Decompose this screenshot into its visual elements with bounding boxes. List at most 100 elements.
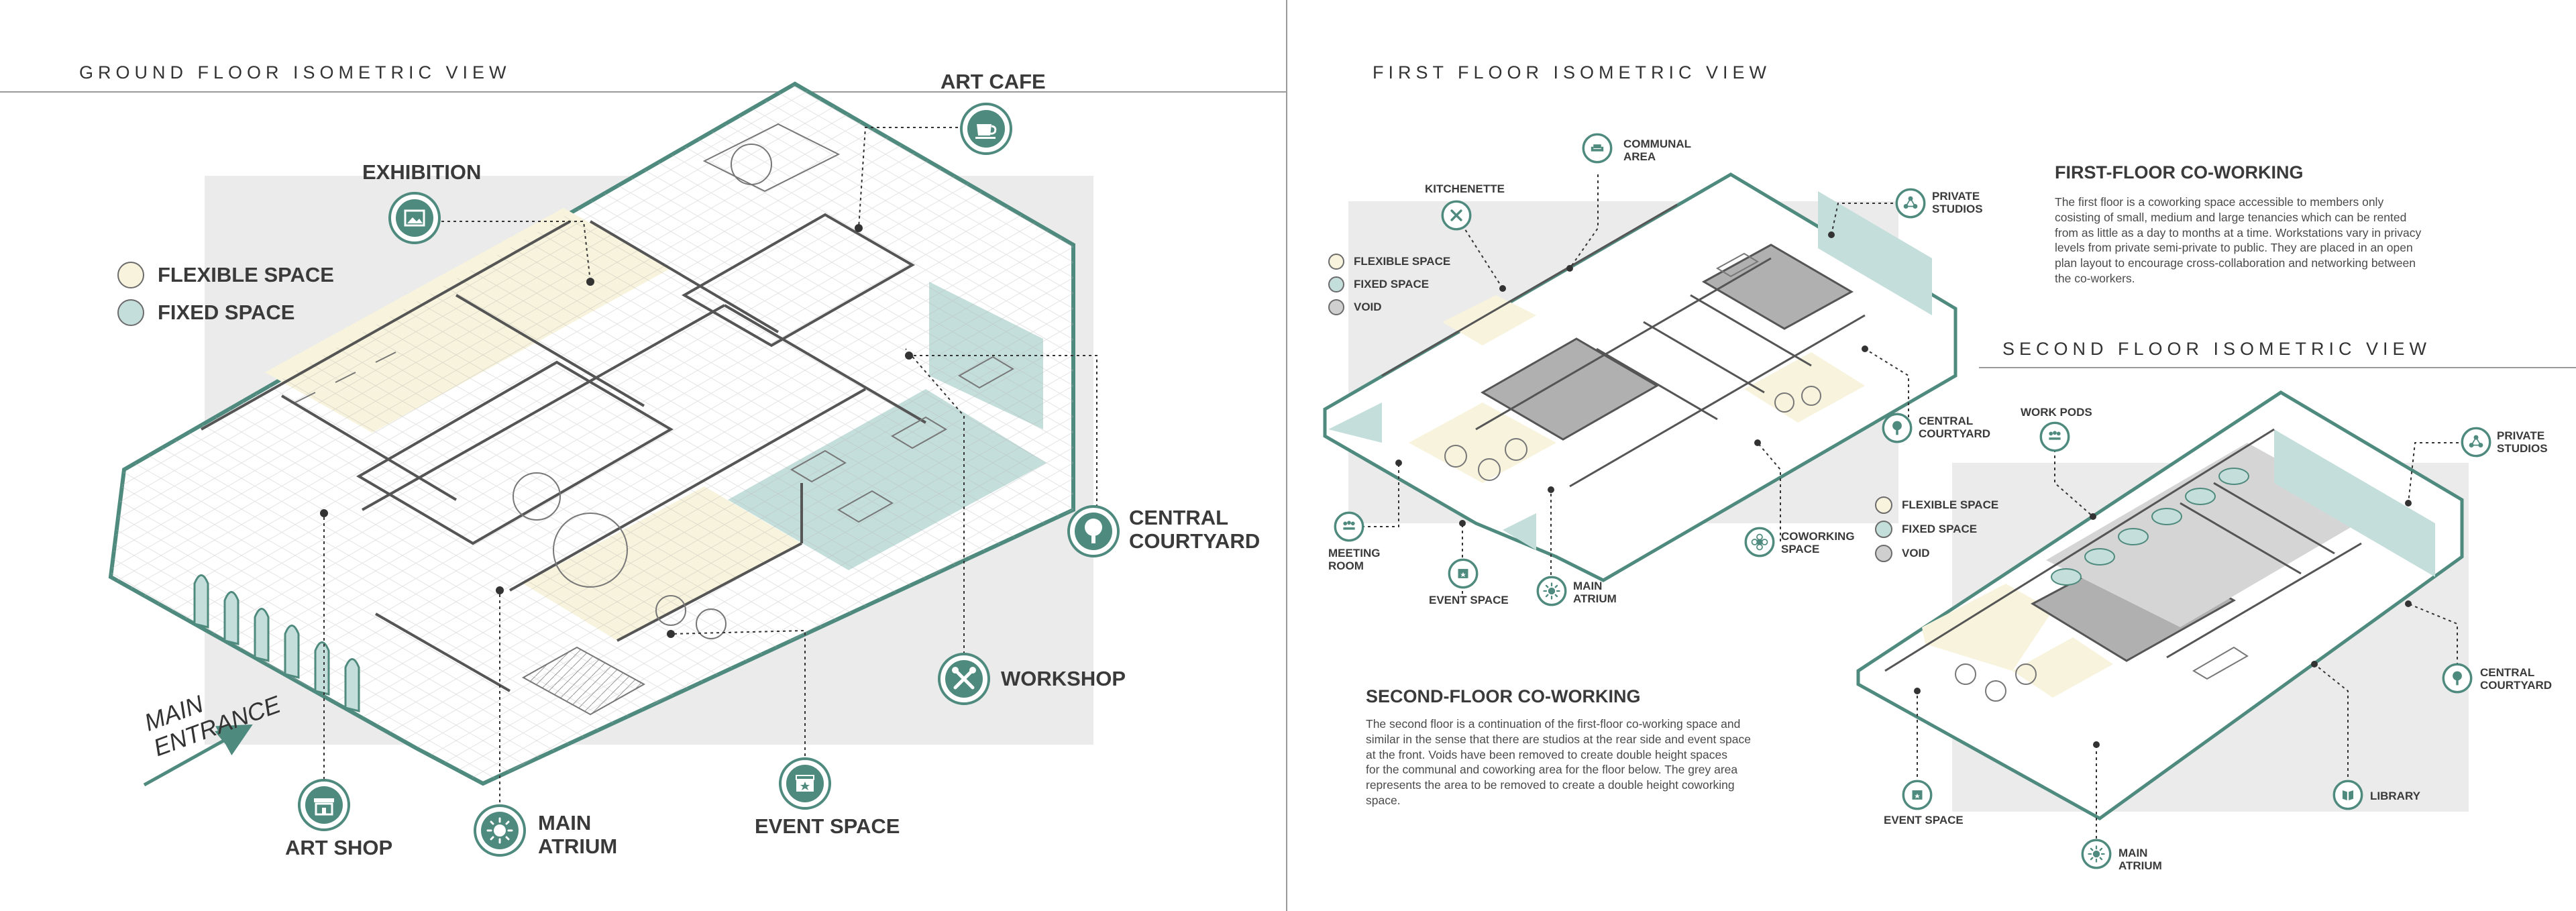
description-line: the co-workers. — [2055, 271, 2135, 285]
work-pods-label: WORK PODS — [2021, 406, 2092, 419]
communal-area-label: COMMUNAL AREA — [1623, 138, 1691, 163]
legend-label: FIXED SPACE — [158, 300, 295, 324]
legend-swatch-flexible — [1875, 496, 1892, 514]
legend-swatch-fixed — [1875, 521, 1892, 538]
second-leader-dots — [1914, 500, 2412, 748]
main-entrance-arrow — [143, 724, 253, 787]
sun-icon — [474, 804, 526, 857]
meeting-line2: ROOM — [1328, 559, 1364, 573]
exhibition-label: EXHIBITION — [362, 160, 482, 184]
legend-fixed: FIXED SPACE — [117, 299, 334, 326]
description-line: represents the area to be removed to cre… — [1366, 778, 1735, 792]
network-icon — [1895, 188, 1926, 219]
second-floor-description: The second floor is a continuation of th… — [1366, 716, 1751, 808]
legend-label: VOID — [1902, 547, 1930, 560]
legend-label: FLEXIBLE SPACE — [1354, 255, 1451, 268]
central-courtyard-line2: COURTYARD — [1129, 529, 1260, 553]
ground-leader-lines — [323, 127, 1097, 808]
second-floor-building — [1856, 390, 2464, 820]
calendar-icon — [1448, 558, 1479, 589]
second-atrium-line1: MAIN — [2118, 847, 2148, 859]
first-leader-dots — [1395, 231, 1868, 527]
first-central-line1: CENTRAL — [1919, 415, 1974, 427]
first-floor-building — [1323, 172, 1957, 582]
legend-void: VOID — [1875, 545, 1998, 562]
description-line: cosisting of small, medium and large ten… — [2055, 210, 2407, 224]
private-line1: PRIVATE — [1932, 190, 1980, 203]
description-line: from as little as a day to months at a t… — [2055, 225, 2422, 239]
event-space-label: EVENT SPACE — [755, 814, 900, 838]
first-legend: FLEXIBLE SPACE FIXED SPACE VOID — [1328, 254, 1450, 315]
art-shop-label: ART SHOP — [285, 836, 393, 859]
second-private-line1: PRIVATE — [2497, 429, 2545, 442]
book-icon — [2332, 780, 2363, 810]
calendar-icon — [779, 757, 831, 810]
communal-line1: COMMUNAL — [1623, 138, 1692, 150]
second-leader-lines — [1917, 437, 2459, 839]
legend-fixed: FIXED SPACE — [1328, 276, 1450, 292]
image-icon — [388, 192, 441, 244]
legend-swatch-void — [1328, 299, 1344, 315]
first-event-space-label: EVENT SPACE — [1429, 594, 1509, 606]
second-private-studios-label: PRIVATE STUDIOS — [2497, 429, 2548, 455]
coffee-cup-icon — [960, 103, 1012, 155]
first-floor-heading: FIRST-FLOOR CO-WORKING — [2055, 162, 2304, 182]
description-line: similar in the sense that there are stud… — [1366, 732, 1751, 746]
utensils-icon — [1441, 200, 1472, 231]
second-floor-header: SECOND FLOOR ISOMETRIC VIEW — [2002, 339, 2432, 359]
second-legend: FLEXIBLE SPACE FIXED SPACE VOID — [1875, 496, 1998, 562]
legend-swatch-fixed — [117, 299, 144, 326]
shop-icon — [298, 779, 350, 831]
legend-swatch-fixed — [1328, 276, 1344, 292]
communal-line2: AREA — [1623, 150, 1656, 164]
flower-icon — [1744, 527, 1775, 557]
legend-flexible: FLEXIBLE SPACE — [1328, 254, 1450, 270]
central-courtyard-label: CENTRAL COURTYARD — [1129, 506, 1260, 553]
kitchenette-label: KITCHENETTE — [1425, 182, 1505, 195]
legend-flexible: FLEXIBLE SPACE — [117, 262, 334, 288]
ground-leader-dots — [320, 224, 913, 638]
legend-void: VOID — [1328, 299, 1450, 315]
description-line: for the communal and coworking area for … — [1366, 763, 1738, 777]
second-central-line2: COURTYARD — [2480, 679, 2553, 692]
network-icon — [2461, 427, 2491, 458]
main-atrium-line1: MAIN — [538, 811, 592, 835]
legend-label: FLEXIBLE SPACE — [158, 262, 334, 286]
main-atrium-line2: ATRIUM — [538, 834, 618, 858]
first-atrium-line2: ATRIUM — [1573, 592, 1617, 606]
first-main-atrium-label: MAIN ATRIUM — [1573, 580, 1617, 605]
art-cafe-label: ART CAFE — [941, 70, 1046, 93]
description-line: The second floor is a continuation of th… — [1366, 717, 1741, 731]
tools-icon — [938, 653, 990, 705]
coworking-line1: COWORKING — [1781, 530, 1855, 543]
ground-legend: FLEXIBLE SPACE FIXED SPACE — [117, 262, 334, 326]
ground-floor-building — [108, 81, 1075, 786]
ground-floor-header: GROUND FLOOR ISOMETRIC VIEW — [79, 62, 511, 83]
second-event-space-label: EVENT SPACE — [1884, 814, 1964, 826]
first-floor-description: The first floor is a coworking space acc… — [2055, 195, 2421, 286]
first-atrium-line1: MAIN — [1573, 580, 1603, 592]
people-icon — [2039, 421, 2070, 452]
main-entrance-arrowhead — [215, 726, 245, 751]
coworking-space-label: COWORKING SPACE — [1781, 530, 1855, 555]
legend-swatch-flexible — [117, 262, 144, 288]
central-courtyard-line1: CENTRAL — [1129, 506, 1229, 529]
main-atrium-label: MAIN ATRIUM — [538, 811, 618, 858]
legend-swatch-flexible — [1328, 254, 1344, 270]
sun-icon — [2081, 839, 2112, 869]
second-floor-heading: SECOND-FLOOR CO-WORKING — [1366, 686, 1641, 706]
second-atrium-line2: ATRIUM — [2118, 859, 2162, 873]
legend-label: FIXED SPACE — [1902, 523, 1978, 536]
description-line: levels from private semi-private to publ… — [2055, 241, 2413, 255]
private-studios-label: PRIVATE STUDIOS — [1932, 190, 1983, 215]
people-icon — [1334, 511, 1364, 542]
tree-icon — [2442, 663, 2473, 694]
tree-icon — [1882, 413, 1913, 443]
sun-icon — [1536, 576, 1567, 606]
meeting-room-label: MEETING ROOM — [1328, 547, 1380, 572]
private-line2: STUDIOS — [1932, 203, 1983, 216]
description-line: plan layout to encourage cross-collabora… — [2055, 256, 2416, 270]
first-central-line2: COURTYARD — [1919, 427, 1991, 441]
